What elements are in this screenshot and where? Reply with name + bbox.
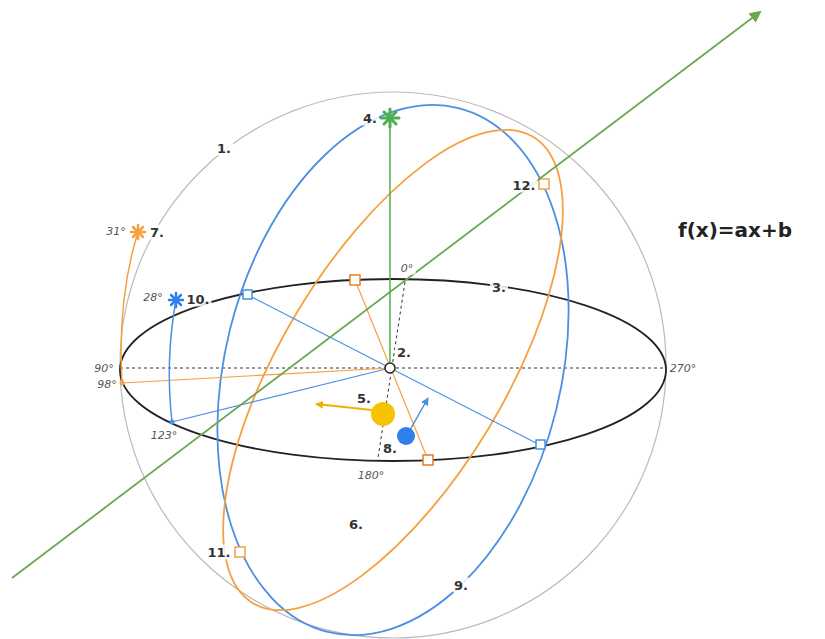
callout-number: 10.: [184, 292, 211, 307]
callout-number: 9.: [452, 578, 470, 593]
altitude-arc: [169, 300, 176, 422]
celestial-sphere-outline: [120, 92, 666, 638]
azimuth-line: [122, 368, 390, 383]
callout-number: 11.: [205, 545, 232, 560]
callout-number: 6.: [347, 517, 365, 532]
callout-number: 5.: [355, 391, 373, 406]
function-label: f(x)=ax+b: [676, 219, 794, 241]
equinox-line: [248, 295, 540, 445]
callout-number: 2.: [395, 345, 413, 360]
sun: [371, 402, 395, 426]
star: [169, 293, 183, 307]
ecliptic-circle: [157, 79, 629, 639]
observer-point: [385, 363, 395, 373]
callout-number: 8.: [381, 441, 399, 456]
ecliptic-node-line: [355, 280, 428, 460]
angle-label: 270°: [668, 362, 699, 375]
zenith-line: [389, 118, 391, 362]
angle-label: 31°: [104, 225, 128, 238]
callout-number: 3.: [490, 280, 508, 295]
zenith-star: [381, 109, 399, 127]
callout-number: 4.: [361, 111, 379, 126]
angle-label: 180°: [356, 469, 387, 482]
star: [131, 225, 145, 239]
linear-function-line: [12, 12, 760, 578]
angle-label: 98°: [95, 378, 119, 391]
angle-label: 123°: [149, 429, 180, 442]
equator-circle: [165, 67, 622, 639]
callout-number: 1.: [215, 141, 233, 156]
callout-number: 7.: [148, 225, 166, 240]
angle-label: 28°: [141, 291, 165, 304]
body: [397, 427, 415, 445]
angle-label: 0°: [399, 262, 416, 275]
altitude-arc: [121, 232, 138, 383]
angle-label: 90°: [92, 362, 116, 375]
azimuth-line: [172, 368, 390, 422]
callout-number: 12.: [510, 178, 537, 193]
